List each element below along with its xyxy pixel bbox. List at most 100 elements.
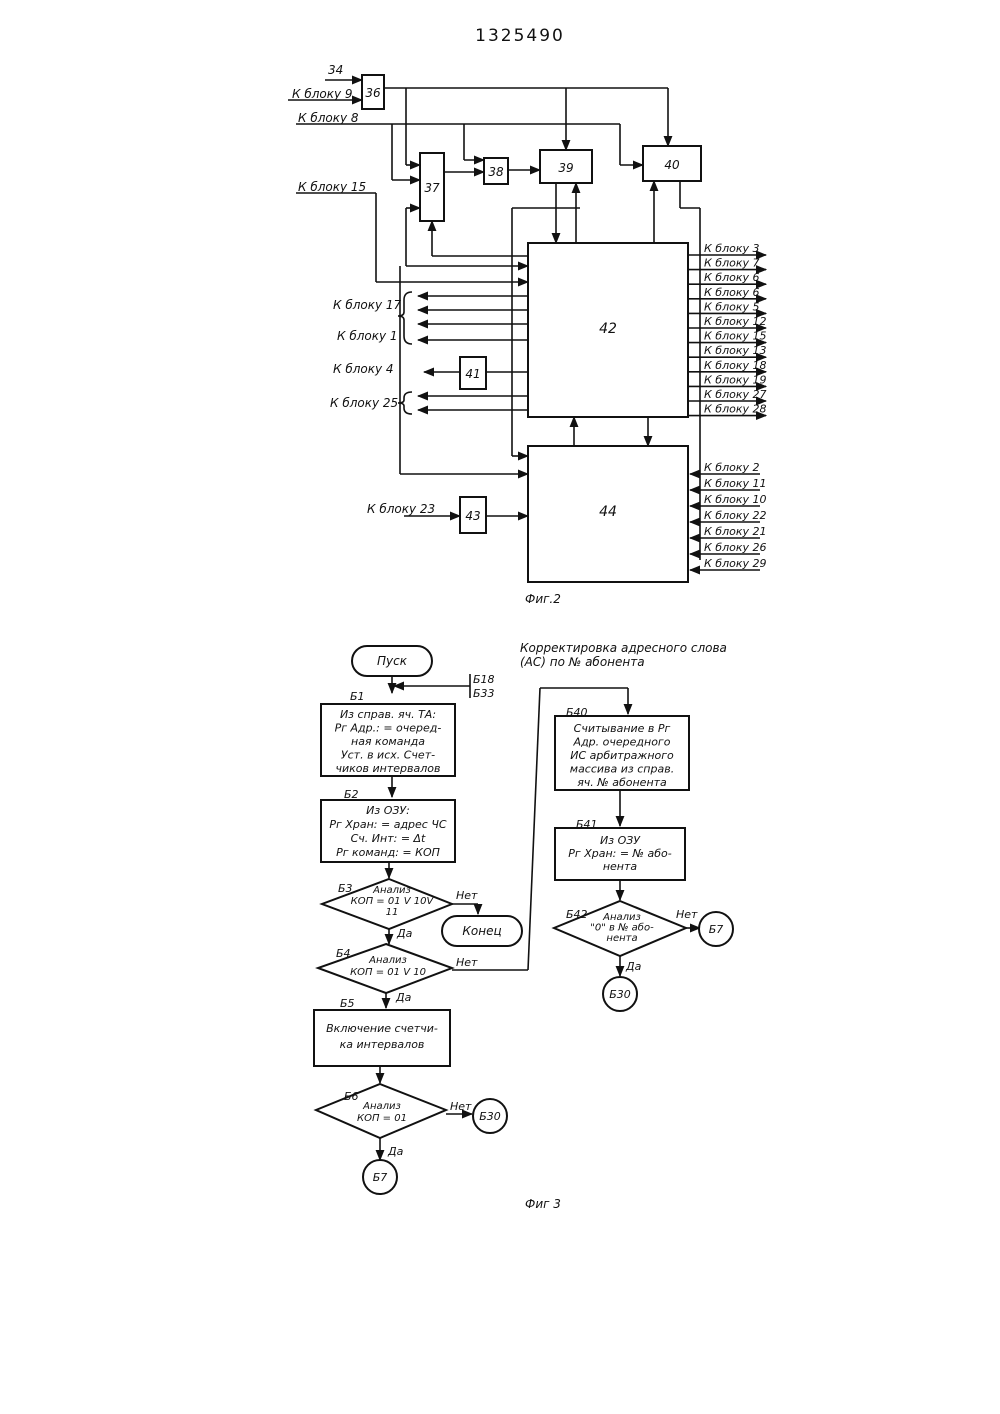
b3-yes: Да [396,927,413,940]
b3text-line: КОП = 01 V 10V [351,896,435,907]
label-k-bloku-4: К блоку 4 [333,362,394,376]
connector-b7-a-label: Б7 [373,1171,388,1184]
fig3-caption: Фиг 3 [525,1197,561,1211]
block-36-label: 36 [365,86,381,100]
r44-label: К блоку 26 [704,541,767,554]
r44-label: К блоку 2 [704,461,760,474]
b41text-line: Рг Хран: = № або- [568,847,671,860]
b5text-line: Включение счетчи- [326,1022,438,1035]
b3-id: Б3 [338,882,353,895]
label-34: 34 [328,63,343,77]
block-43-label: 43 [465,509,480,523]
block-40-label: 40 [664,158,680,172]
b6-yes: Да [387,1145,404,1158]
b42text-line: "0" в № або- [590,922,654,934]
r42-label: К блоку 13 [704,344,767,357]
b2text-line: Рг Хран: = адрес ЧС [329,818,446,831]
r42-label: К блоку 19 [704,373,767,386]
b2text-line: Рг команд: = КОП [336,846,440,859]
b2text-line: Сч. Инт: = Δt [351,832,426,845]
label-k-bloku-1: К блоку 1 [337,329,398,343]
b40text-line: яч. № абонента [577,776,667,789]
b1text-line: Рг Адр.: = очеред- [335,722,442,735]
b3text-line: 11 [386,907,399,918]
fig3-heading-line2: (АС) по № абонента [520,655,645,669]
r44-label: К блоку 22 [704,509,767,522]
b3text-line: Анализ [372,885,411,896]
r42-label: К блоку 28 [704,403,767,416]
block-39-label: 39 [558,161,573,175]
r44-label: К блоку 10 [704,493,767,506]
block-38-label: 38 [488,165,504,179]
b1text-line: Уст. в исх. Счет- [341,749,435,762]
label-k-bloku-9: К блоку 9 [292,87,353,101]
b41text-line: Из ОЗУ [600,834,641,847]
connector-b30-b-label: Б30 [609,988,631,1001]
block-37-label: 37 [424,181,440,195]
r42-label: К блоку 18 [704,359,767,372]
b5text-line: ка интервалов [340,1038,425,1051]
block-41-label: 41 [465,367,480,381]
ref-b18: Б18 [473,673,495,686]
block-44-label: 44 [599,504,617,520]
connector-b7-b-label: Б7 [709,923,724,936]
block-42-label: 42 [599,321,617,337]
label-k-bloku-15: К блоку 15 [298,180,366,194]
b40-id: Б40 [566,706,588,719]
b2text-line: Из ОЗУ: [366,804,410,817]
b4text-line: Анализ [368,955,407,966]
r44-label: К блоку 29 [704,557,767,570]
b40text-line: массива из справ. [570,763,674,776]
connector-b30-a-label: Б30 [479,1110,501,1123]
r42-label: К блоку 15 [704,330,767,343]
b4-id: Б4 [336,947,351,960]
b6-text: АнализКОП = 01 [357,1101,407,1124]
r42-label: К блоку 3 [704,242,760,255]
b1text-line: чиков интервалов [336,762,441,775]
b41-id: Б41 [576,818,598,831]
fig2-block-diagram: 36 37 38 39 40 42 41 44 43 34 К блоку 9 … [288,63,767,606]
b6-no: Нет [450,1100,472,1113]
page-number: 1325490 [475,26,565,46]
b42-yes: Да [625,960,642,973]
label-k-bloku-17: К блоку 17 [333,298,402,312]
b4-yes: Да [395,991,412,1004]
r44-label: К блоку 11 [704,477,767,490]
r42-label: К блоку 27 [704,388,767,401]
b6-id: Б6 [344,1090,359,1103]
block-44-right-inputs: К блоку 2 К блоку 11 К блоку 10 К блоку 22 К… [690,461,767,570]
b40-text: Считывание в РгАдр. очередногоИС арбитра… [570,722,674,789]
b6text-line: Анализ [362,1101,401,1112]
r44-label: К блоку 21 [704,525,767,538]
b1text-line: Из справ. яч. ТА: [340,708,436,721]
end-label: Конец [462,924,501,938]
b6text-line: КОП = 01 [357,1113,407,1124]
b40text-line: Адр. очередного [573,736,671,749]
label-k-bloku-8: К блоку 8 [298,111,359,125]
fig3-flowchart: Корректировка адресного слова (АС) по № … [314,641,733,1211]
b2-id: Б2 [344,788,359,801]
r42-label: К блоку 6 [704,286,760,299]
b40text-line: ИС арбитражного [570,749,674,762]
b40text-line: Считывание в Рг [574,722,671,735]
b5-id: Б5 [340,997,355,1010]
b4text-line: КОП = 01 V 10 [350,967,426,978]
fig2-caption: Фиг.2 [525,592,561,606]
label-k-bloku-23: К блоку 23 [367,502,435,516]
fig3-heading-line1: Корректировка адресного слова [520,641,727,655]
b1text-line: ная команда [351,735,425,748]
b42-id: Б42 [566,908,588,921]
b41text-line: нента [603,860,638,873]
b3-no: Нет [456,889,478,902]
r42-label: К блоку 5 [704,300,760,313]
label-k-bloku-25: К блоку 25 [330,396,398,410]
start-label: Пуск [377,654,408,668]
r42-label: К блоку 7 [704,257,760,270]
b42text-line: Анализ [602,912,641,923]
b42text-line: нента [606,933,637,944]
r42-label: К блоку 12 [704,315,767,328]
b1-id: Б1 [350,690,365,703]
ref-b33: Б33 [473,687,495,700]
